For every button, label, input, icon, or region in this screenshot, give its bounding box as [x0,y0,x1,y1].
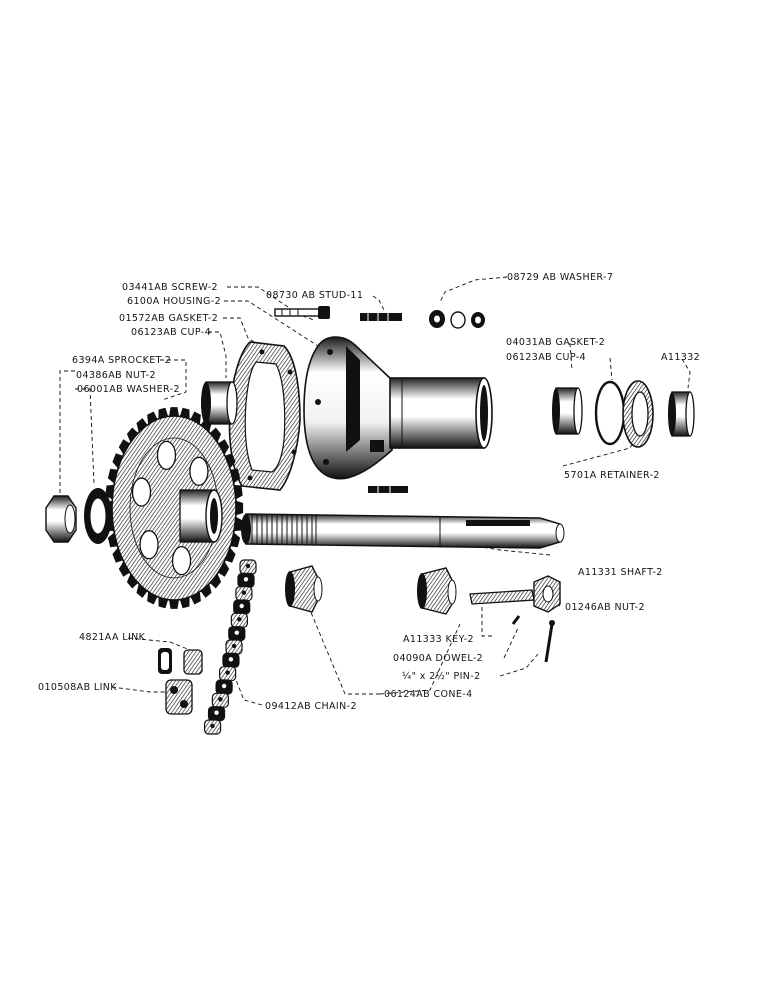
label-key: A11333 KEY-2 [403,634,474,645]
screw-part [274,306,330,319]
chain-pin [218,697,223,702]
label-washer-top: 08729 AB WASHER-7 [507,272,613,283]
label-stud: 08730 AB STUD-11 [266,290,363,301]
sprocket-hole [139,530,159,560]
nut-left [45,495,77,543]
sprocket-tooth [190,591,201,605]
label-cup-right: 06123AB CUP-4 [506,352,586,363]
small-stud-part [368,486,408,493]
label-nut-right: 01246AB NUT-2 [565,602,645,613]
label-cup-left: 06123AB CUP-4 [131,327,211,338]
sprocket-tooth [136,583,148,598]
chain-pin [245,563,251,569]
sprocket-tooth [218,439,230,455]
sprocket-tooth [225,547,236,563]
top-washers [429,310,485,329]
chain-pin [210,723,215,729]
label-link-4821aa: 4821AA LINK [79,632,146,643]
label-retainer: 5701A RETAINER-2 [564,470,660,481]
sprocket-hole [189,456,209,486]
sprocket-tooth [209,427,222,443]
sprocket-tooth [235,500,244,516]
sprocket-part [104,407,244,609]
label-pin: ¼" x 2½" PIN-2 [402,671,481,682]
gasket-right [594,380,626,446]
shaft-part [241,513,565,549]
label-shaft: A11331 SHAFT-2 [578,567,663,578]
chain-pin [228,657,234,662]
sprocket-tooth [218,561,230,577]
label-housing: 6100A HOUSING-2 [127,296,221,307]
cup-left [201,381,238,425]
leader-lines [59,276,691,706]
label-a11332: A11332 [661,352,700,363]
sprocket-tooth [107,532,118,548]
sprocket-tooth [126,573,139,589]
sprocket-tooth [147,411,158,425]
housing-part [303,336,493,480]
cone-left [285,565,323,613]
dowel-part [511,615,521,625]
chain-pin [239,603,244,609]
washer-left [84,488,112,544]
sprocket-tooth [209,573,222,589]
chain-pin [214,710,219,715]
label-dowel: 04090A DOWEL-2 [393,653,483,664]
chain-part [203,559,257,735]
retainer-part [622,380,654,448]
sprocket-tooth [147,591,158,605]
sprocket-tooth [230,532,241,548]
label-washer-left: 06001AB WASHER-2 [77,384,180,395]
sprocket-hole [156,440,177,470]
link-4821aa [158,648,203,675]
stud-part [360,313,402,321]
link-010508ab [165,679,193,715]
nut-right [533,575,561,613]
chain-pin [241,590,247,595]
sprocket-tooth [112,547,123,563]
sprocket-tooth [200,418,212,433]
chain-pin [225,670,230,675]
sprocket-tooth [136,418,148,433]
label-gasket-right: 04031AB GASKET-2 [506,337,605,348]
sprocket-tooth [107,468,118,484]
sprocket-tooth [118,439,130,455]
sprocket-tooth [200,583,212,598]
sprocket-tooth [169,599,179,609]
sprocket-tooth [190,411,201,425]
chain-pin [221,683,227,689]
label-sprocket: 6394A SPROCKET-2 [72,355,171,366]
part-a11332 [668,391,695,437]
gasket-left [228,341,301,491]
chain-pin [231,643,237,649]
chain-pin [234,630,239,635]
sprocket-tooth [118,561,130,577]
pin-part [544,620,555,663]
sprocket-hole [131,477,152,507]
cone-right [417,567,457,615]
label-cone: 06124AB CONE-4 [384,689,473,700]
chain-pin [243,577,249,582]
labels: 03441AB SCREW-2 6100A HOUSING-2 01572AB … [38,272,700,712]
sprocket-hole [171,546,192,576]
sprocket-tooth [112,453,123,469]
sprocket-tooth [225,453,236,469]
label-screw: 03441AB SCREW-2 [122,282,218,293]
sprocket-tooth [230,468,241,484]
label-chain: 09412AB CHAIN-2 [265,701,357,712]
label-gasket-left: 01572AB GASKET-2 [119,313,218,324]
label-link-010508ab: 010508AB LINK [38,682,117,693]
sprocket-tooth [169,407,179,417]
key-part [469,589,535,605]
label-nut-left: 04386AB NUT-2 [76,370,156,381]
chain-pin [237,617,242,622]
sprocket-tooth [126,427,139,443]
cup-right [552,387,583,435]
